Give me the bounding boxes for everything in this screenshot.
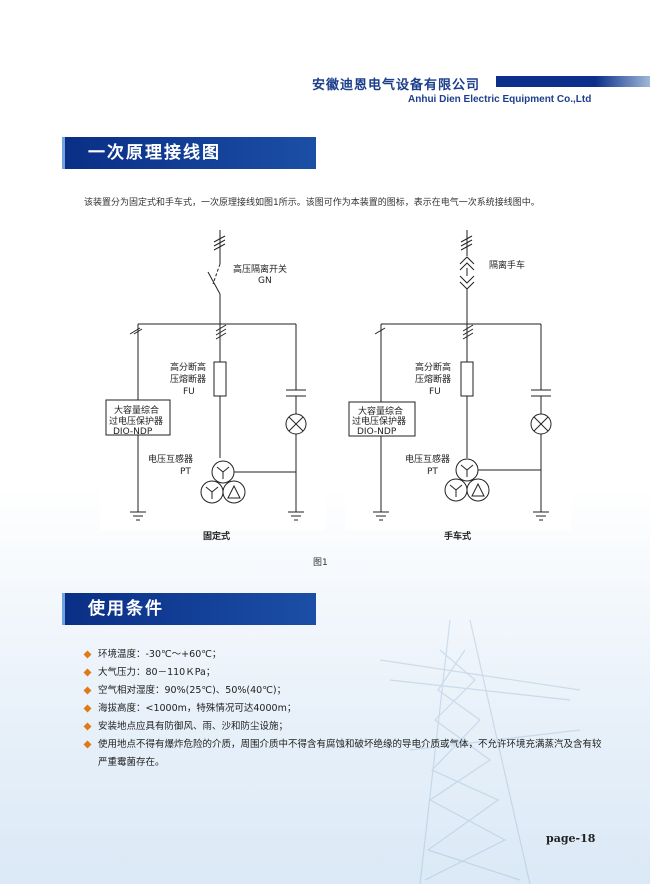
pt-label-1: 电压互感器 bbox=[148, 453, 193, 465]
intro-paragraph: 该装置分为固定式和手车式，一次原理接线如图1所示。该图可作为本装置的图标，表示在… bbox=[84, 198, 540, 208]
section-title-conditions: 使用条件 bbox=[62, 593, 316, 625]
cart-pt-label-2: PT bbox=[427, 467, 438, 477]
switch-label-1: 高压隔离开关 bbox=[233, 263, 287, 275]
wiring-diagram-cart: 隔离手车 高分断高 压熔断器 FU 大容量综合 过电压保护器 DIO-NDP 电… bbox=[348, 230, 552, 521]
header-accent-bar bbox=[494, 76, 650, 87]
conditions-list: 环境温度：-30℃～+60℃； 大气压力：80－110ＫPa； 空气相对湿度：9… bbox=[83, 646, 604, 772]
cart-pt-label-1: 电压互感器 bbox=[405, 453, 450, 465]
fuse-label-1: 高分断高 bbox=[170, 361, 206, 373]
company-name-en: Anhui Dien Electric Equipment Co.,Ltd bbox=[408, 94, 592, 105]
caption-cart: 手车式 bbox=[444, 532, 472, 542]
protector-label-2: 过电压保护器 bbox=[109, 415, 163, 427]
cart-label: 隔离手车 bbox=[489, 259, 525, 271]
diagram-fixed: 高压隔离开关 GN 高分断高 压熔断器 FU 大容量综合 过电压保护器 DIO-… bbox=[100, 224, 326, 530]
cart-protector-label-3: DIO-NDP bbox=[357, 427, 397, 437]
protector-label-3: DIO-NDP bbox=[113, 427, 153, 437]
section-title-conditions-text: 使用条件 bbox=[88, 599, 164, 619]
wiring-diagram-fixed: 高压隔离开关 GN 高分断高 压熔断器 FU 大容量综合 过电压保护器 DIO-… bbox=[105, 230, 307, 521]
diamond-bullet-icon bbox=[83, 704, 92, 713]
caption-fixed: 固定式 bbox=[203, 532, 231, 542]
page-number: page-18 bbox=[546, 832, 596, 845]
list-item: 大气压力：80－110ＫPa； bbox=[83, 664, 604, 682]
diamond-bullet-icon bbox=[83, 740, 92, 749]
list-item: 空气相对湿度：90%(25℃)、50%(40℃)； bbox=[83, 682, 604, 700]
diamond-bullet-icon bbox=[83, 650, 92, 659]
cart-protector-label-1: 大容量综合 bbox=[358, 405, 403, 417]
switch-label-2: GN bbox=[258, 276, 272, 286]
section-title-wiring-text: 一次原理接线图 bbox=[88, 143, 221, 163]
diamond-bullet-icon bbox=[83, 722, 92, 731]
section-title-wiring: 一次原理接线图 bbox=[62, 137, 316, 169]
fuse-label-2: 压熔断器 bbox=[170, 373, 206, 385]
list-item: 环境温度：-30℃～+60℃； bbox=[83, 646, 604, 664]
cart-fuse-label-3: FU bbox=[429, 387, 441, 397]
protector-label-1: 大容量综合 bbox=[114, 404, 159, 416]
fuse-label-3: FU bbox=[183, 387, 195, 397]
diagram-cart: 隔离手车 高分断高 压熔断器 FU 大容量综合 过电压保护器 DIO-NDP 电… bbox=[345, 224, 571, 530]
diamond-bullet-icon bbox=[83, 668, 92, 677]
cart-protector-label-2: 过电压保护器 bbox=[352, 415, 406, 427]
transmission-tower-image bbox=[380, 620, 580, 884]
list-item: 海拔高度：<1000m，特殊情况可达4000m； bbox=[83, 700, 604, 718]
list-item: 使用地点不得有爆炸危险的介质，周围介质中不得含有腐蚀和破坏绝缘的导电介质或气体，… bbox=[83, 736, 604, 772]
diamond-bullet-icon bbox=[83, 686, 92, 695]
pt-label-2: PT bbox=[180, 467, 191, 477]
company-name-cn: 安徽迪恩电气设备有限公司 bbox=[312, 78, 481, 93]
cart-fuse-label-1: 高分断高 bbox=[415, 361, 451, 373]
cart-fuse-label-2: 压熔断器 bbox=[415, 373, 451, 385]
figure-caption: 图1 bbox=[313, 558, 328, 568]
list-item: 安装地点应具有防御风、雨、沙和防尘设施； bbox=[83, 718, 604, 736]
